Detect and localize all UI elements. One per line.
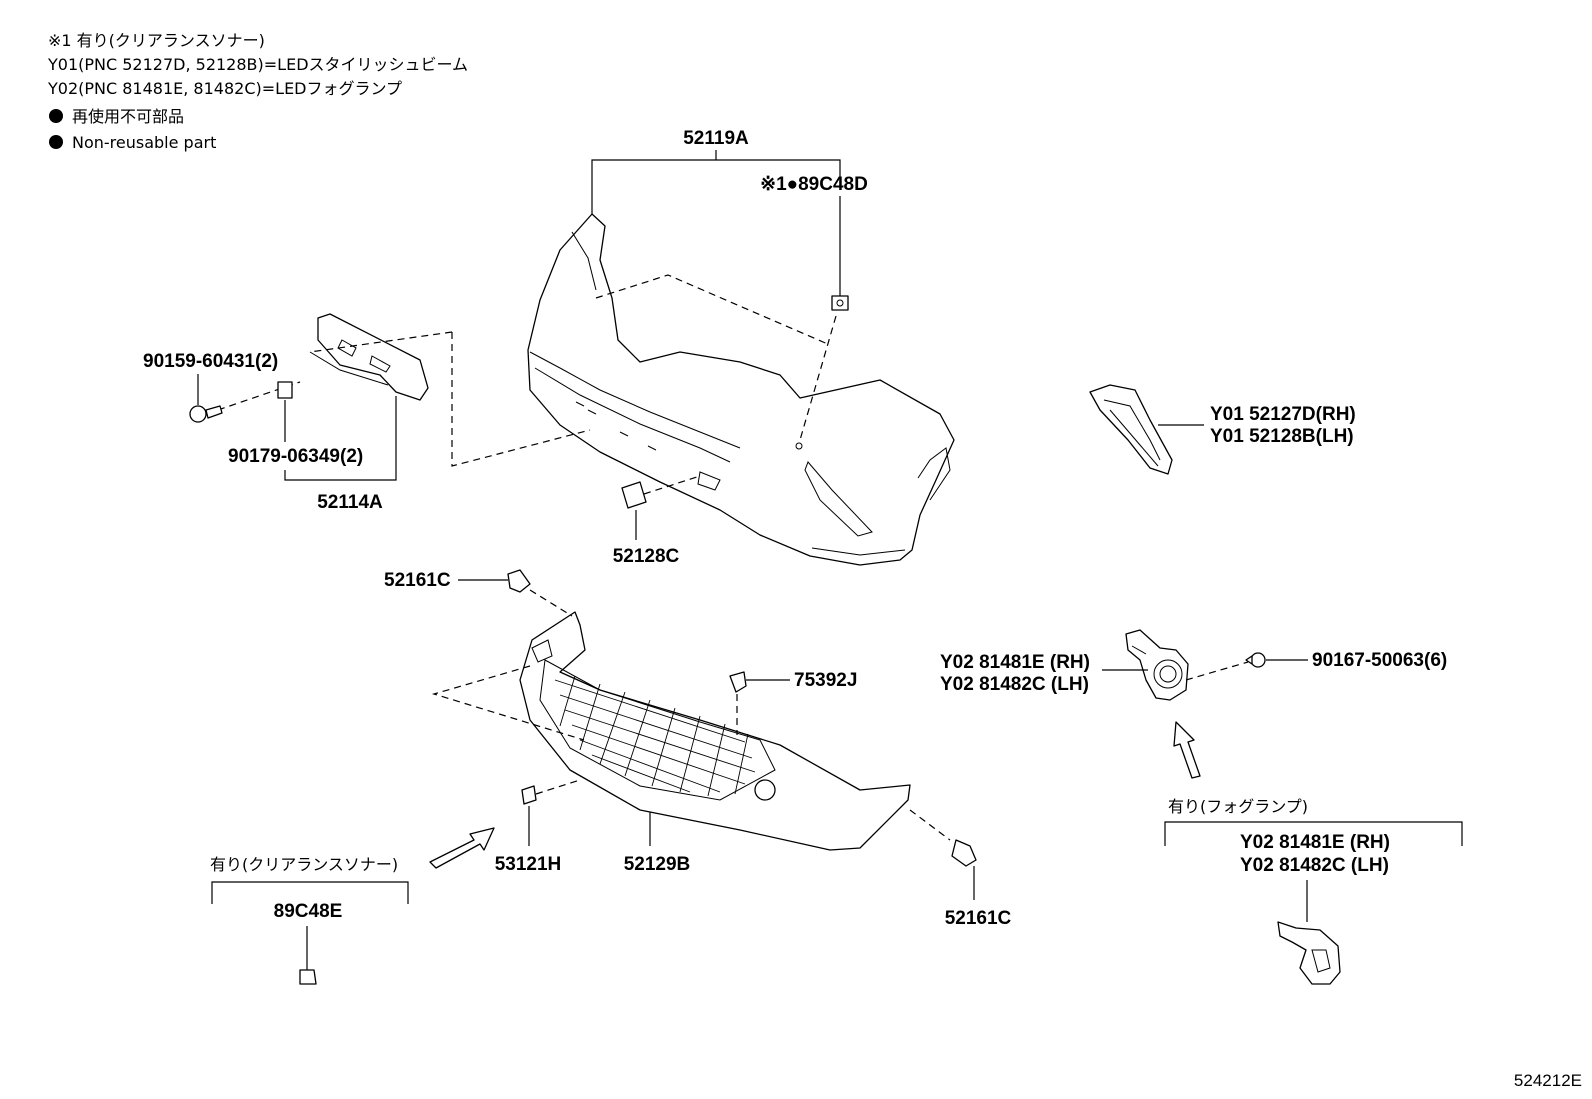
note-y02: Y02(PNC 81481E, 81482C)=LEDフォグランプ	[47, 79, 402, 98]
caption-fog-option: 有り(フォグランプ)	[1168, 797, 1308, 816]
non-reusable-dot-icon	[49, 109, 63, 123]
clip-52161c-bottom	[951, 839, 977, 867]
label-52128c: 52128C	[613, 546, 680, 567]
arrow-to-grille-icon	[429, 827, 495, 869]
lower-grille-drawing	[519, 611, 911, 851]
dash-89c48d	[799, 315, 837, 441]
bracket-sonar-option	[211, 881, 409, 904]
label-90179: 90179-06349(2)	[228, 446, 363, 467]
y01-led-lamp-drawing	[1089, 384, 1173, 475]
dash-52128c	[643, 475, 701, 495]
label-y01-lh: Y01 52128B(LH)	[1210, 426, 1354, 447]
bumper-cover-drawing	[527, 213, 955, 566]
clip-75392j	[729, 671, 747, 693]
dash-52161c-bottom	[909, 809, 951, 841]
clip-53121h	[521, 785, 537, 805]
non-reusable-dot-icon	[49, 135, 63, 149]
label-fog-rh: Y02 81481E (RH)	[1240, 832, 1390, 853]
label-89c48e: 89C48E	[274, 901, 343, 922]
bolt-90167	[1245, 652, 1266, 668]
dash-90167	[1185, 661, 1249, 681]
label-90167: 90167-50063(6)	[1312, 650, 1447, 671]
bolt-90159	[189, 405, 223, 423]
label-52161c-top: 52161C	[384, 570, 451, 591]
license-bracket-drawing	[309, 313, 429, 401]
clip-52161c-top	[507, 569, 531, 593]
arrow-to-fog-lamp-icon	[1173, 721, 1201, 779]
note-non-reusable-jp: 再使用不可部品	[72, 107, 184, 126]
note-y01: Y01(PNC 52127D, 52128B)=LEDスタイリッシュビーム	[47, 55, 468, 74]
note-non-reusable-en: Non-reusable part	[72, 133, 216, 152]
label-fog-lh: Y02 81482C (LH)	[1240, 855, 1389, 876]
label-52119a: 52119A	[683, 128, 749, 149]
leader-52114a	[284, 396, 397, 481]
label-52114a: 52114A	[317, 492, 383, 513]
label-52161c-bottom: 52161C	[945, 908, 1012, 929]
dash-bumper-top	[595, 274, 831, 346]
label-y01-rh: Y01 52127D(RH)	[1210, 404, 1356, 425]
label-y02-rh: Y02 81481E (RH)	[940, 652, 1090, 673]
label-75392j: 75392J	[794, 670, 857, 691]
sonar-bracket-89c48d	[831, 295, 849, 311]
label-52129b: 52129B	[624, 854, 691, 875]
cap-52128c	[621, 481, 647, 509]
dash-52161c-top	[529, 589, 573, 617]
header-notes: ※1 有り(クリアランスソナー) Y01(PNC 52127D, 52128B)…	[47, 31, 468, 152]
dash-grille-left	[431, 665, 585, 741]
caption-sonar-option: 有り(クリアランスソナー)	[210, 855, 398, 874]
y02-fog-lamp-drawing	[1125, 629, 1189, 701]
label-90159: 90159-60431(2)	[143, 351, 278, 372]
figure-reference: 524212E	[1514, 1071, 1582, 1090]
clip-90179	[277, 381, 293, 399]
note-sonar: ※1 有り(クリアランスソナー)	[48, 31, 265, 50]
dash-bracket-side	[451, 332, 591, 467]
sensor-89c48e	[299, 969, 317, 985]
label-53121h: 53121H	[495, 854, 562, 875]
label-y02-lh: Y02 81482C (LH)	[940, 674, 1089, 695]
bracket-fog-option	[1164, 821, 1463, 846]
fog-lamp-bracket-drawing	[1277, 921, 1341, 985]
label-89c48d: ※1●89C48D	[760, 174, 868, 195]
dash-53121h	[535, 779, 581, 795]
